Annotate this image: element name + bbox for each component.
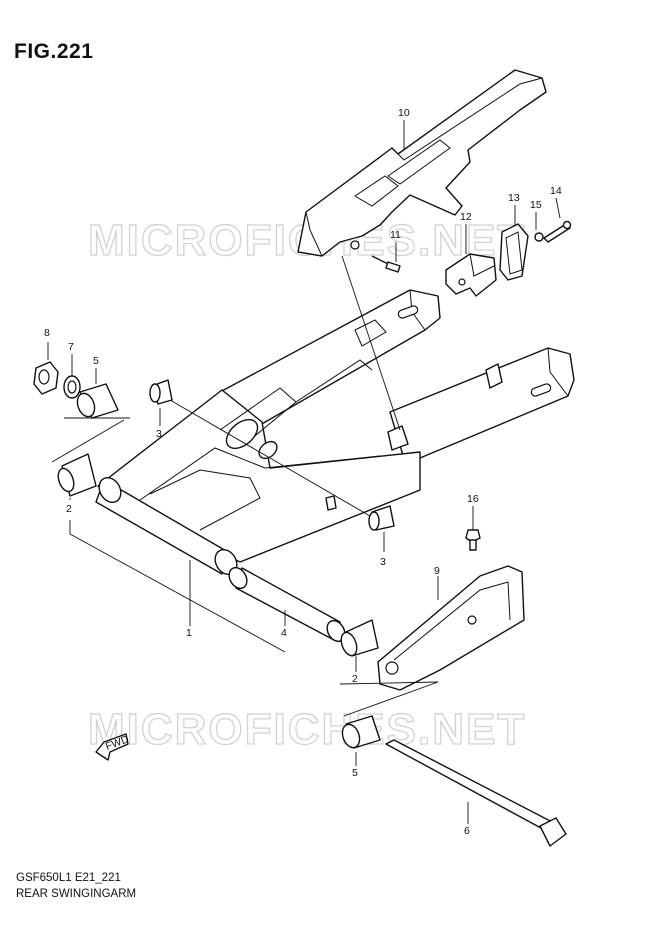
bearing-3-upper	[149, 379, 173, 405]
callout-5-upper: 5	[93, 355, 99, 367]
callout-12: 12	[460, 211, 472, 223]
callout-3-upper: 3	[156, 428, 162, 440]
bearing-3-lower	[368, 505, 395, 531]
nut-8	[33, 361, 59, 395]
bolt-11	[371, 255, 401, 273]
callout-11: 11	[390, 229, 401, 241]
callout-5-lower: 5	[352, 767, 358, 779]
callout-2-right: 2	[352, 673, 358, 685]
callout-7: 7	[68, 341, 74, 353]
callout-13: 13	[508, 192, 520, 204]
washer-15	[534, 232, 544, 242]
callout-2-left: 2	[66, 503, 72, 515]
callout-9: 9	[434, 565, 440, 577]
callout-8: 8	[44, 327, 50, 339]
figure-title: FIG.221	[14, 40, 94, 63]
bracket-clip	[445, 253, 497, 297]
swingarm	[95, 289, 575, 576]
callout-10: 10	[398, 107, 410, 119]
callout-3-lower: 3	[380, 556, 386, 568]
spacer-5-upper	[76, 383, 119, 419]
chain-buffer	[499, 223, 529, 281]
callout-4: 4	[281, 627, 287, 639]
leader-lines	[47, 120, 561, 824]
callout-6: 6	[464, 825, 470, 837]
bearing-2-right	[340, 619, 379, 657]
watermark-bottom: MICROFICHES.NET	[88, 705, 526, 754]
chain-case	[297, 69, 547, 257]
model-code: GSF650L1 E21_221	[16, 872, 121, 884]
pivot-shaft	[385, 739, 567, 847]
callout-16: 16	[467, 493, 479, 505]
chain-guard	[377, 565, 525, 691]
bolt-16	[465, 529, 481, 551]
washer-7	[63, 375, 81, 399]
figure-caption: REAR SWINGINGARM	[16, 888, 137, 900]
callout-15: 15	[530, 199, 542, 211]
callout-14: 14	[550, 185, 562, 197]
spacer-5-lower	[341, 715, 381, 749]
bearing-2-left	[57, 453, 97, 497]
pivot-tube	[228, 566, 346, 643]
screw-14	[543, 220, 572, 243]
callout-1: 1	[186, 627, 192, 639]
